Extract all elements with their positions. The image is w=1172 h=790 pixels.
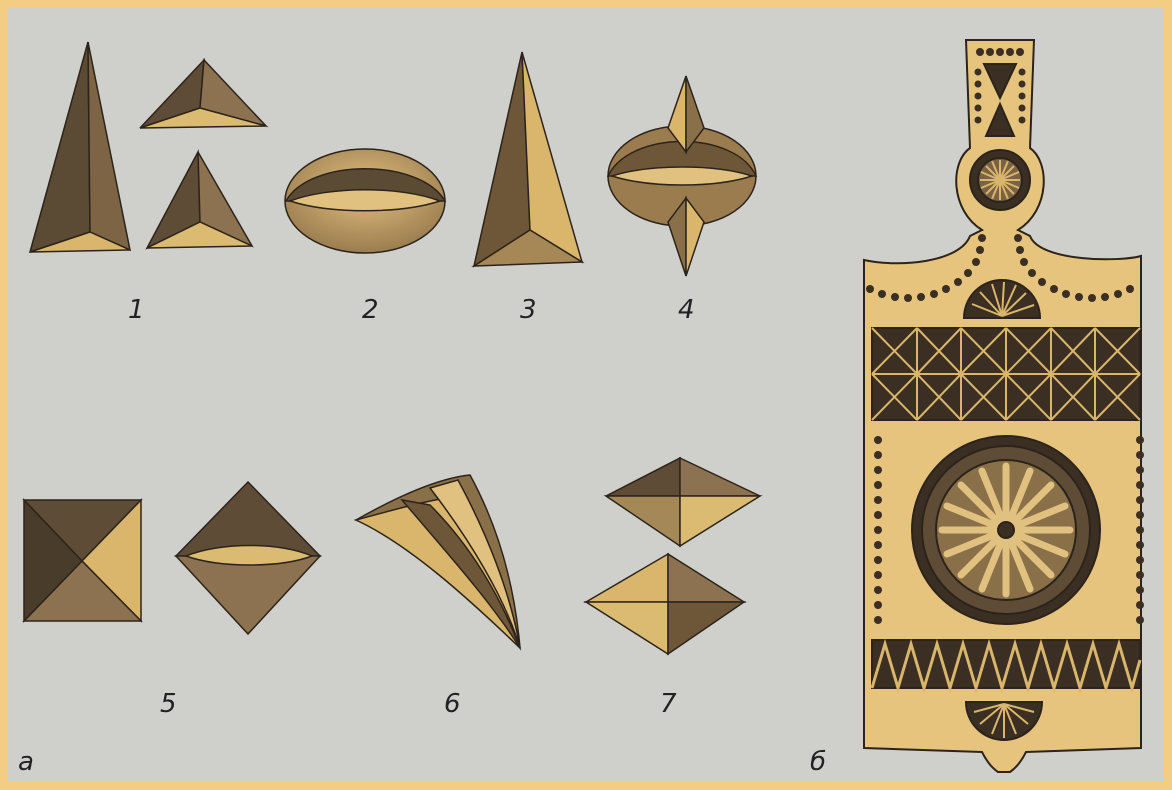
handle-rosette-spokes (980, 160, 1020, 200)
figure-1-label: 1 (128, 295, 145, 325)
figure-7-label: 7 (660, 689, 677, 719)
figure-2-oval-notch (285, 149, 445, 253)
figure-5-square-pyramid (24, 482, 320, 634)
figure-3-long-pyramid (474, 52, 582, 266)
figure-4-label: 4 (678, 295, 695, 325)
figure-6-curved-notch (356, 475, 520, 648)
figure-5-label: 5 (160, 689, 177, 719)
figure-3-label: 3 (520, 295, 537, 325)
panel-a-label: а (18, 747, 34, 777)
figure-1-triangle-notches (30, 42, 266, 252)
figure-6-label: 6 (444, 689, 461, 719)
panel-b-label: б (810, 747, 826, 777)
carved-cutting-board (864, 40, 1144, 772)
figure-4-star-oval (608, 76, 756, 276)
figure-7-rhomb-notches (586, 458, 760, 654)
figure-2-label: 2 (362, 295, 379, 325)
